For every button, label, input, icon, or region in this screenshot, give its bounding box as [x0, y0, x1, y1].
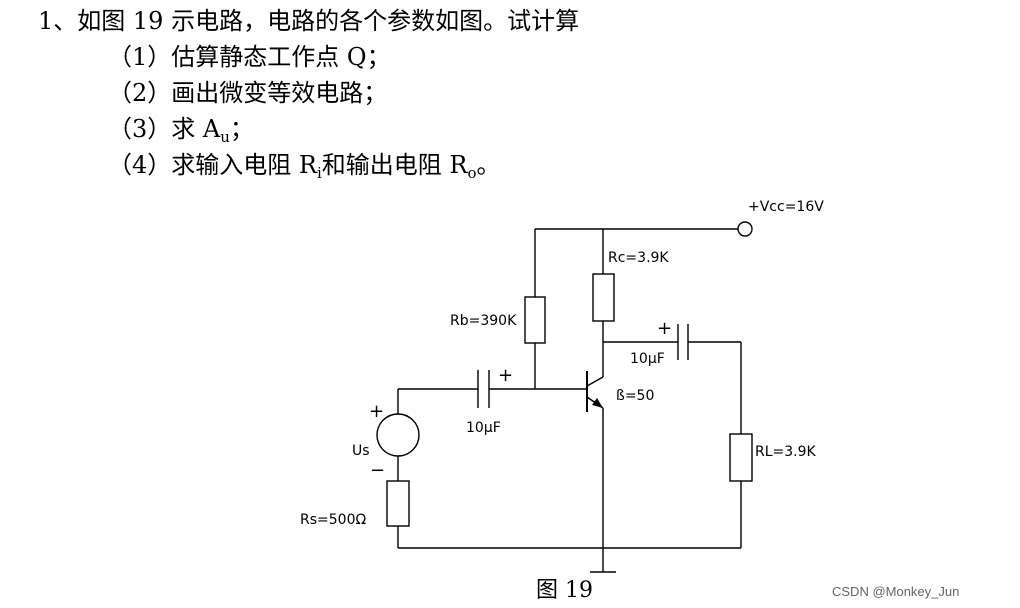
- rc-resistor: [592, 273, 615, 322]
- question-item-4: （4）求输入电阻 Ri和输出电阻 Ro。: [108, 150, 501, 188]
- question-item-2: （2）画出微变等效电路；: [108, 79, 388, 107]
- emitter-arrow: [592, 398, 603, 408]
- watermark: CSDN @Monkey_Jun: [832, 584, 959, 599]
- rs-label: Rs=500Ω: [300, 512, 366, 528]
- c-in-label: 10μF: [466, 420, 501, 436]
- question-item-1: （1）估算静态工作点 Q；: [108, 43, 391, 71]
- item-4-middle: 和输出电阻 R: [321, 151, 468, 179]
- rl-label: RL=3.9K: [755, 444, 817, 460]
- c-out-label: 10μF: [630, 351, 665, 367]
- rl-resistor: [729, 433, 753, 482]
- item-4-suffix: 。: [476, 151, 501, 179]
- item-4-subscript-2: o: [467, 164, 477, 182]
- item-4-subscript-1: i: [316, 164, 322, 182]
- rs-resistor: [386, 480, 410, 527]
- vcc-label: +Vcc=16V: [748, 199, 824, 215]
- rb-label: Rb=390K: [450, 313, 517, 329]
- question-title: 1、如图 19 示电路，电路的各个参数如图。试计算: [38, 7, 580, 35]
- item-3-prefix: （3）求 A: [108, 115, 221, 143]
- transistor-collector-lead: [586, 376, 604, 387]
- item-3-suffix: ；: [229, 115, 254, 143]
- c-out-plus: +: [657, 318, 672, 339]
- item-3-subscript: u: [220, 128, 230, 146]
- rb-resistor: [524, 296, 546, 344]
- c-in-plus: +: [498, 365, 513, 386]
- source-label: Us: [352, 443, 370, 459]
- figure-caption: 图 19: [536, 578, 593, 603]
- question-item-3: （3）求 Au；: [108, 114, 254, 152]
- vcc-terminal: [737, 221, 753, 237]
- source-plus: +: [369, 401, 384, 422]
- beta-label: ß=50: [616, 388, 654, 404]
- source-minus: −: [370, 460, 385, 481]
- item-4-prefix: （4）求输入电阻 R: [108, 151, 317, 179]
- rc-label: Rc=3.9K: [608, 250, 669, 266]
